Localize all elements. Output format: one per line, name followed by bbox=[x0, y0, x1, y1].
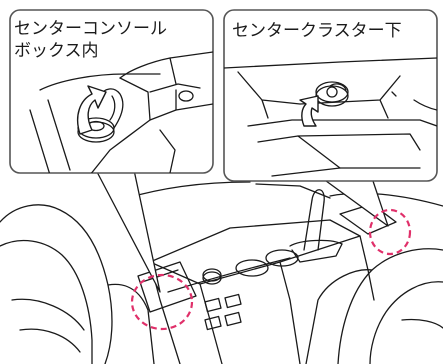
dashboard-lower bbox=[120, 182, 443, 206]
center-console bbox=[138, 190, 396, 364]
console-box-label: センターコンソール ボックス内 bbox=[14, 18, 167, 62]
cluster-lower-location-marker bbox=[370, 210, 410, 254]
right-seat bbox=[306, 249, 443, 364]
right-callout-pointer bbox=[322, 178, 388, 226]
cluster-lower-label: センタークラスター下 bbox=[232, 20, 402, 42]
console-box-location-marker bbox=[132, 275, 192, 329]
